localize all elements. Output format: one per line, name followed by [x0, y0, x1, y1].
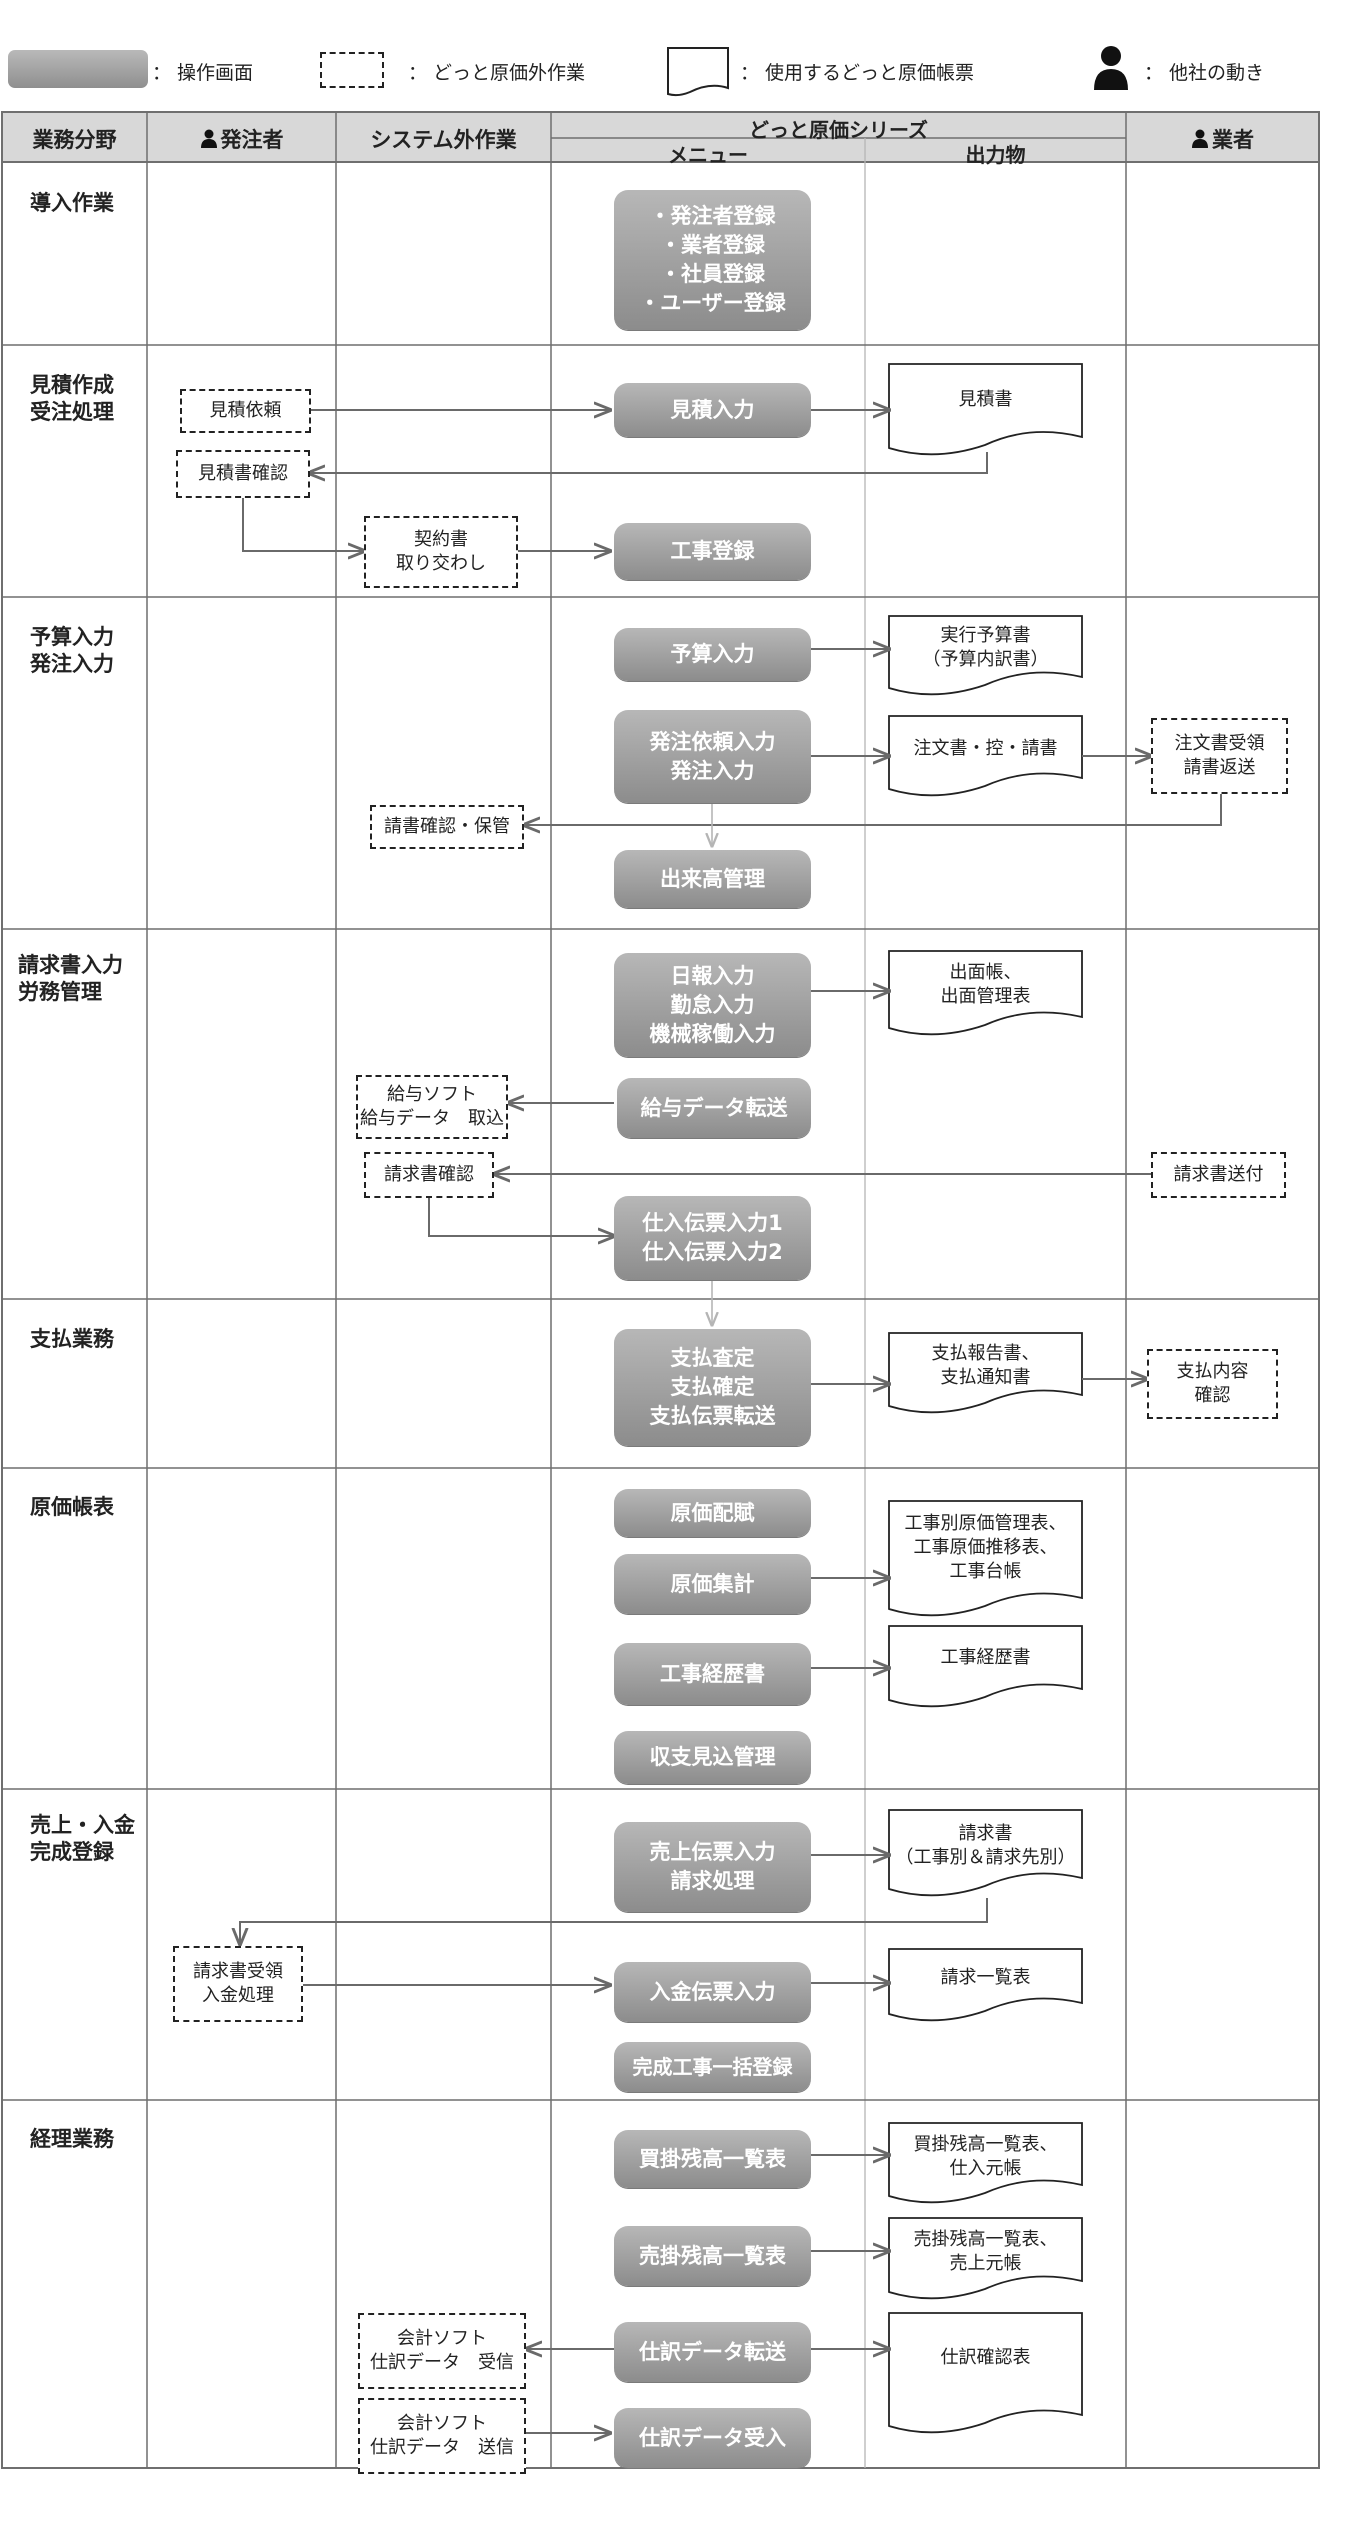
doc-project-history: 工事経歴書 — [940, 1647, 1031, 1668]
ext-estimate-request: 見積依頼 — [180, 389, 311, 433]
doc-journal-check: 仕訳確認表 — [940, 2347, 1031, 2368]
doc-invoice: 請求書 （工事別＆請求先別） — [895, 1823, 1076, 1868]
op-receivable-balance: 売掛残高一覧表 — [614, 2226, 811, 2286]
op-project-history: 工事経歴書 — [614, 1643, 811, 1705]
op-journal-receive: 仕訳データ受入 — [614, 2408, 811, 2468]
doc-invoice-list: 請求一覧表 — [940, 1967, 1031, 1988]
legend-external-swatch — [320, 52, 384, 88]
section-payment: 支払業務 — [30, 1327, 114, 1351]
person-icon — [200, 129, 217, 148]
ext-accounting-receive: 会計ソフト 仕訳データ 受信 — [358, 2313, 526, 2389]
doc-payable: 買掛残高一覧表、 仕入元帳 — [913, 2134, 1058, 2179]
op-cost-summary: 原価集計 — [614, 1554, 811, 1614]
vendor-invoice-send: 請求書送付 — [1151, 1152, 1286, 1198]
ext-invoice-receive: 請求書受領 入金処理 — [173, 1946, 303, 2022]
op-payment-assessment: 支払査定 支払確定 支払伝票転送 — [614, 1329, 811, 1446]
legend-operation-swatch — [8, 50, 148, 88]
ext-contract: 契約書 取り交わし — [364, 516, 518, 588]
legend-document-label: ： 使用するどっと原価帳票 — [740, 62, 975, 84]
header-external: システム外作業 — [370, 128, 517, 152]
doc-order: 注文書・控・請書 — [913, 738, 1058, 759]
doc-budget: 実行予算書 （予算内訳書） — [922, 625, 1049, 670]
doc-cost-tables: 工事別原価管理表、 工事原価推移表、 工事台帳 — [904, 1513, 1067, 1582]
person-icon — [1192, 129, 1208, 148]
op-balance-forecast: 収支見込管理 — [614, 1731, 811, 1784]
section-estimate: 見積作成 受注処理 — [30, 373, 114, 424]
section-intro: 導入作業 — [30, 191, 114, 215]
doc-attendance: 出面帳、 出面管理表 — [940, 962, 1031, 1007]
op-receipt-slip: 入金伝票入力 — [614, 1962, 811, 2022]
vendor-order-ack: 注文書受領 請書返送 — [1151, 718, 1288, 794]
header-menu: メニュー — [668, 143, 748, 167]
op-completion-bulk: 完成工事一括登録 — [614, 2042, 811, 2092]
doc-receivable: 売掛残高一覧表、 売上元帳 — [913, 2229, 1058, 2274]
op-salary-transfer: 給与データ転送 — [617, 1078, 811, 1138]
ext-invoice-confirm: 請求書確認 — [364, 1152, 494, 1198]
op-sales-slip: 売上伝票入力 請求処理 — [614, 1822, 811, 1912]
op-estimate-input: 見積入力 — [614, 383, 811, 437]
header-orderer-label: 発注者 — [220, 128, 284, 152]
op-project-registration: 工事登録 — [614, 523, 811, 580]
legend-external-label: ： どっと原価外作業 — [408, 62, 586, 84]
section-budget: 予算入力 発注入力 — [30, 625, 114, 676]
op-daily-report: 日報入力 勤怠入力 機械稼働入力 — [614, 953, 811, 1057]
op-budget-input: 予算入力 — [614, 628, 811, 681]
header-vendor: 業者 — [1126, 124, 1319, 154]
header-output: 出力物 — [965, 143, 1026, 167]
section-invoice: 請求書入力 労務管理 — [18, 953, 123, 1004]
ext-salary-software: 給与ソフト 給与データ 取込 — [356, 1075, 508, 1139]
section-accounting: 経理業務 — [30, 2127, 114, 2151]
legend-other-label: ： 他社の動き — [1144, 62, 1265, 84]
header-orderer: 発注者 — [147, 124, 336, 154]
op-master-registration: ・発注者登録 ・業者登録 ・社員登録 ・ユーザー登録 — [614, 190, 811, 330]
section-cost: 原価帳表 — [30, 1495, 114, 1519]
header-vendor-label: 業者 — [1212, 128, 1254, 152]
op-cost-allocation: 原価配賦 — [614, 1489, 811, 1537]
header-series: どっと原価シリーズ — [749, 118, 928, 142]
ext-ack-confirm: 請書確認・保管 — [370, 805, 524, 849]
doc-payment-report: 支払報告書、 支払通知書 — [931, 1343, 1040, 1388]
legend-person-icon — [1094, 46, 1128, 90]
vendor-payment-check: 支払内容 確認 — [1147, 1349, 1278, 1419]
header-business: 業務分野 — [32, 128, 117, 152]
op-journal-transfer: 仕訳データ転送 — [614, 2322, 811, 2382]
section-sales: 売上・入金 完成登録 — [30, 1813, 135, 1864]
op-payable-balance: 買掛残高一覧表 — [614, 2130, 811, 2188]
op-progress-management: 出来高管理 — [614, 850, 811, 908]
ext-estimate-confirm: 見積書確認 — [176, 450, 310, 498]
legend-operation-label: ： 操作画面 — [152, 62, 254, 84]
ext-accounting-send: 会計ソフト 仕訳データ 送信 — [358, 2398, 526, 2474]
op-purchase-slip: 仕入伝票入力1 仕入伝票入力2 — [614, 1196, 811, 1280]
op-order-input: 発注依頼入力 発注入力 — [614, 710, 811, 803]
doc-estimate: 見積書 — [958, 389, 1013, 410]
